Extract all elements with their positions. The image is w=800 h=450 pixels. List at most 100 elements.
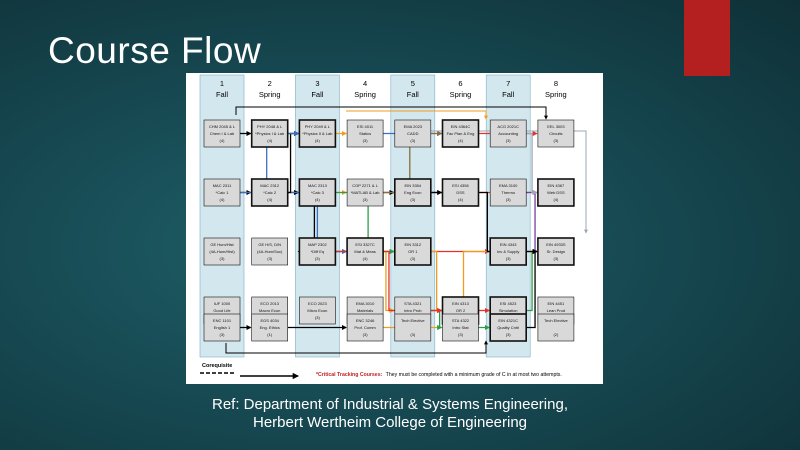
semester-number: 8 xyxy=(554,79,558,88)
course-title: *Physics I & Lab xyxy=(255,131,285,136)
course-title: Materials xyxy=(357,308,373,313)
course-title: Good Life xyxy=(213,308,231,313)
course-credits: (4) xyxy=(363,256,369,261)
course-title: Prof. Comm xyxy=(354,325,376,330)
course-title: Micro Econ xyxy=(307,308,327,313)
course-box: MAC 2312*Calc 2(4) xyxy=(250,178,289,207)
course-code: IUF 1000 xyxy=(214,301,231,306)
course-code: GE H/S, D/N xyxy=(258,242,281,247)
course-box: Tech Elective(2) xyxy=(537,313,575,342)
course-credits: (2) xyxy=(553,332,559,337)
course-title: English 1 xyxy=(214,325,231,330)
course-credits: (3) xyxy=(363,197,369,202)
semester-term: Fall xyxy=(502,90,514,99)
semester-number: 3 xyxy=(315,79,319,88)
course-title: *Diff Eq xyxy=(311,249,325,254)
course-title: Mat & Meas xyxy=(354,249,375,254)
course-code: EIN 4451 xyxy=(548,301,565,306)
course-code: Tech Elective xyxy=(401,318,425,323)
course-box: GE Hum/Hist(4A-Hum/Hist)(3) xyxy=(203,237,241,266)
course-code: EMA 3010 xyxy=(356,301,375,306)
course-code: EIN 4933S xyxy=(546,242,566,247)
course-credits: (4) xyxy=(267,138,273,143)
course-box: Tech Elective(3) xyxy=(394,313,432,342)
course-title: Macro Econ xyxy=(259,308,280,313)
course-title: Fac Plan & Eng xyxy=(447,131,475,136)
course-title: Intro Stat xyxy=(452,325,469,330)
course-title: Intro Prob xyxy=(404,308,422,313)
semester-number: 2 xyxy=(268,79,272,88)
course-box: PHY 2048 & L *Physics I & Lab (4) xyxy=(250,119,289,148)
course-title: *Calc 2 xyxy=(263,190,277,195)
course-code: ENC 1101 xyxy=(213,318,232,323)
semester-number: 6 xyxy=(458,79,462,88)
accent-box xyxy=(684,0,730,76)
semester-term: Fall xyxy=(407,90,419,99)
course-title: (4A-Hum/Soc) xyxy=(257,249,283,254)
course-code: EEL 3003 xyxy=(547,124,565,129)
course-credits: (3) xyxy=(458,332,464,337)
critical-tracking-label: *Critical Tracking Courses: xyxy=(316,372,383,378)
course-title: Circuits xyxy=(549,131,562,136)
course-title: *Calc 1 xyxy=(216,190,230,195)
course-code: EMA 2023 xyxy=(404,124,423,129)
course-code: ACG 2021C xyxy=(497,124,519,129)
course-code: ESI 3327C xyxy=(355,242,374,247)
semester-term: Spring xyxy=(450,90,472,99)
course-box: MAC 2313*Calc 3(4) xyxy=(298,178,337,207)
course-code: MAC 2311 xyxy=(213,183,232,188)
course-title: *MATLAB & Lab xyxy=(351,190,381,195)
reference-caption-line1: Ref: Department of Industrial & Systems … xyxy=(211,396,568,413)
course-credits: (4) xyxy=(220,197,226,202)
course-code: CHM 2045 & L xyxy=(209,124,236,129)
course-title: Eng. Ethics xyxy=(260,325,280,330)
course-code: MAC 2313 xyxy=(308,183,328,188)
course-code: ECO 2013 xyxy=(260,301,279,306)
course-code: ESI 4356 xyxy=(452,183,469,188)
semester-term: Spring xyxy=(354,90,376,99)
prerequisite-arrow xyxy=(225,340,488,354)
course-code: EIN 4367 xyxy=(548,183,565,188)
course-title: OR 1 xyxy=(408,249,418,254)
semester-term: Spring xyxy=(545,90,567,99)
course-title: Lean Prod xyxy=(547,308,565,313)
critical-tracking-note: *Critical Tracking Courses: They must be… xyxy=(316,372,562,378)
course-title: CADD xyxy=(407,131,418,136)
course-code: GE Hum/Hist xyxy=(210,242,234,247)
course-title: Inv & Supply xyxy=(497,249,519,254)
course-code: COP 2271 & L xyxy=(352,183,378,188)
course-credits: (3) xyxy=(553,256,559,261)
reference-caption-line2: Herbert Wertheim College of Engineering xyxy=(252,414,528,431)
course-title: Statics xyxy=(359,131,371,136)
course-credits: (3) xyxy=(315,315,321,320)
course-title: Eng Econ xyxy=(404,190,421,195)
course-box: ESI 3327C Mat & Meas (4) xyxy=(346,237,384,266)
course-credits: (4) xyxy=(220,138,226,143)
course-code: STA 4321 xyxy=(404,301,422,306)
prerequisite-arrow xyxy=(235,106,548,120)
course-code: EIN 3312 xyxy=(404,242,421,247)
course-credits: (3) xyxy=(506,138,512,143)
course-code: STA 4322 xyxy=(452,318,470,323)
course-code: PHY 2048 & L xyxy=(257,124,283,129)
course-code: EGS 4034 xyxy=(260,318,279,323)
course-credits: (3) xyxy=(553,138,559,143)
course-credits: (3) xyxy=(506,256,512,261)
course-code: MAC 2312 xyxy=(260,183,280,188)
semester-number: 5 xyxy=(411,79,415,88)
course-box: MAC 2311 *Calc 1 (4) xyxy=(203,178,241,207)
